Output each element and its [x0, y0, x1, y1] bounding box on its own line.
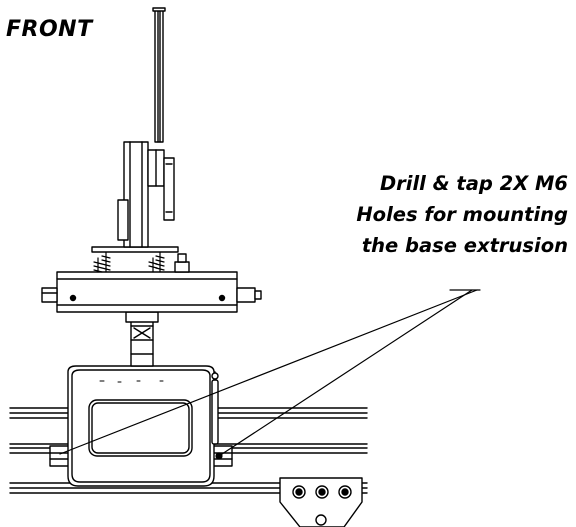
- callout-leaders: [59, 289, 481, 460]
- note-line-1: Drill & tap 2X M6: [379, 172, 568, 195]
- control-box: [67, 365, 219, 487]
- mast-tube: [152, 7, 166, 143]
- note-line-3: the base extrusion: [361, 234, 568, 257]
- hole-marker: [215, 452, 223, 460]
- vertical-column: [117, 141, 175, 248]
- view-title: FRONT: [6, 17, 93, 42]
- mounting-note: Drill & tap 2X M6 Holes for mounting the…: [356, 168, 568, 261]
- springs: [93, 251, 165, 273]
- mounting-bracket: [279, 477, 363, 527]
- coupling-joint: [125, 311, 159, 367]
- note-line-2: Holes for mounting: [356, 203, 568, 226]
- carriage-bar: [41, 271, 262, 313]
